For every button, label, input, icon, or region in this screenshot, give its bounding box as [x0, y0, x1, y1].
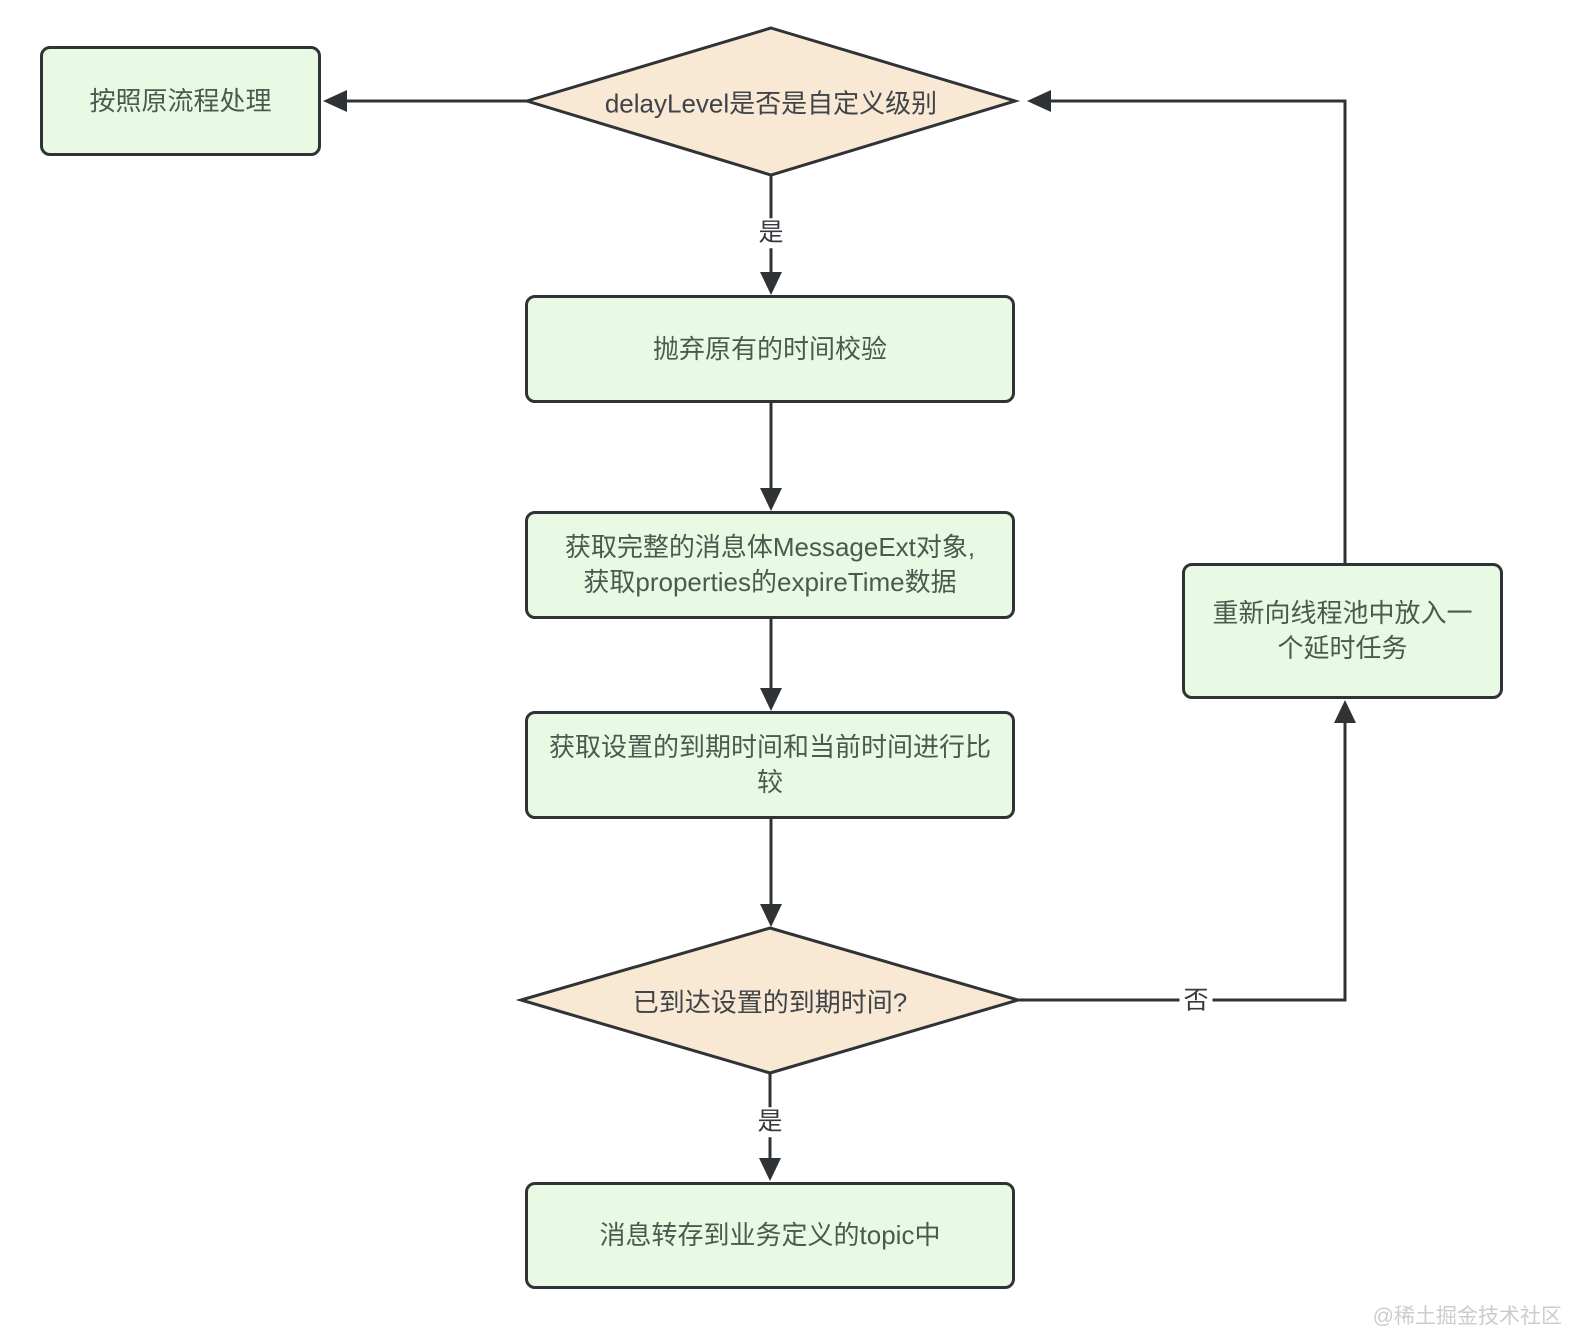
node-requeue-task-line1: 重新向线程池中放入一: [1212, 598, 1473, 628]
node-requeue-task: 重新向线程池中放入一 个延时任务: [1182, 563, 1503, 699]
edge-label-no-right: 否: [1179, 986, 1213, 1016]
arrowhead-down-icon: [760, 272, 782, 295]
arrowhead-down-icon: [759, 1158, 781, 1181]
node-compare-time-line1: 获取设置的到期时间和当前时间进行比: [548, 732, 991, 762]
node-decision-expired-shape: [515, 926, 1024, 1075]
edge-compare-to-decision2: [760, 819, 782, 927]
node-decision-delaylevel-label: delayLevel是否是自定义级别: [604, 88, 938, 119]
edge-decision1-to-original: [323, 90, 527, 112]
edge-requeue-to-decision1: [1027, 90, 1347, 563]
edge-discard-to-getmessage: [760, 403, 782, 511]
node-discard-time-check-label: 抛弃原有的时间校验: [652, 333, 887, 364]
arrowhead-left-icon: [1027, 90, 1051, 112]
node-decision-expired-label: 已到达设置的到期时间?: [632, 987, 908, 1018]
node-compare-time-line2: 较: [756, 767, 783, 797]
node-get-message-ext: 获取完整的消息体MessageExt对象, 获取properties的expir…: [525, 511, 1015, 619]
arrowhead-up-icon: [1334, 700, 1356, 723]
node-forward-topic: 消息转存到业务定义的topic中: [525, 1182, 1015, 1289]
arrowhead-down-icon: [760, 904, 782, 927]
node-requeue-task-line2: 个延时任务: [1277, 633, 1408, 663]
arrowhead-down-icon: [760, 688, 782, 711]
arrowhead-left-icon: [323, 90, 347, 112]
node-get-message-ext-line2: 获取properties的expireTime数据: [583, 567, 957, 597]
node-decision-delaylevel-shape: [521, 26, 1021, 177]
edge-label-yes-top: 是: [754, 218, 788, 248]
node-get-message-ext-line1: 获取完整的消息体MessageExt对象,: [564, 532, 976, 562]
node-discard-time-check: 抛弃原有的时间校验: [525, 295, 1015, 403]
edge-decision2-to-requeue: [1018, 700, 1356, 1002]
edge-getmessage-to-compare: [760, 619, 782, 711]
edge-label-yes-bottom: 是: [753, 1107, 787, 1137]
node-process-original-label: 按照原流程处理: [89, 85, 272, 116]
node-process-original: 按照原流程处理: [40, 46, 321, 156]
node-compare-time: 获取设置的到期时间和当前时间进行比 较: [525, 711, 1015, 819]
node-forward-topic-label: 消息转存到业务定义的topic中: [599, 1220, 941, 1250]
arrowhead-down-icon: [760, 488, 782, 511]
watermark: @稀土掘金技术社区: [1372, 1305, 1562, 1328]
